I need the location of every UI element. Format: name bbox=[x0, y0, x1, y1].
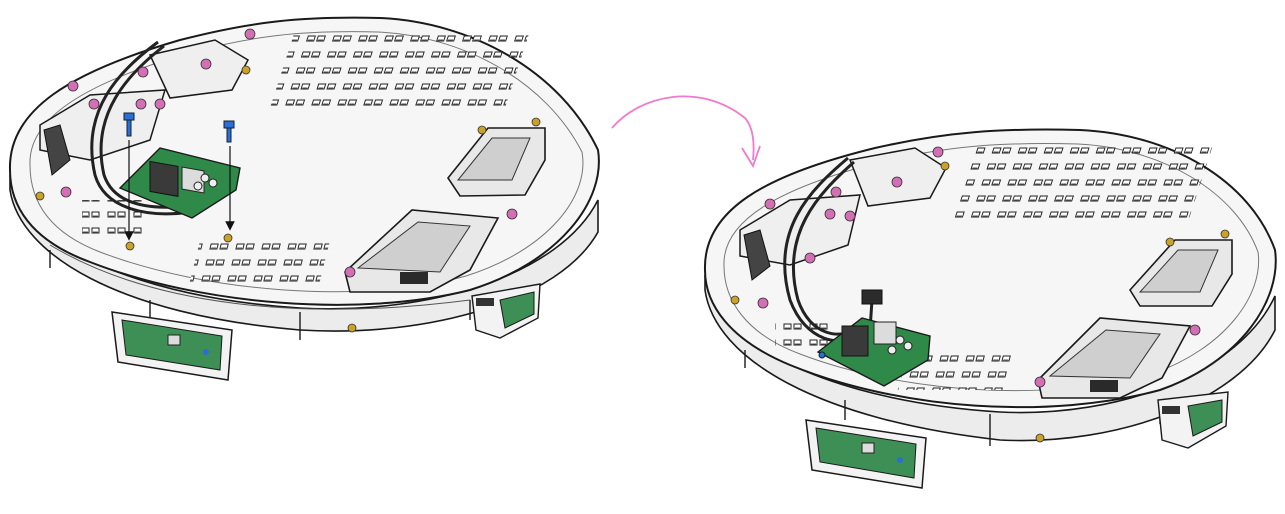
side-sensor-module bbox=[1157, 391, 1229, 449]
front-sensor-module bbox=[805, 419, 927, 489]
robot-chassis-before bbox=[8, 16, 600, 381]
fasteners bbox=[35, 28, 541, 333]
wheel-well-lower bbox=[1037, 317, 1192, 399]
circuit-board bbox=[118, 147, 241, 219]
circuit-board-mounted bbox=[816, 289, 931, 387]
vent-slot-grid-lower bbox=[189, 240, 331, 282]
wheel-well-right bbox=[447, 127, 546, 197]
vent-slot-grid bbox=[268, 28, 531, 113]
side-sensor-module bbox=[471, 283, 541, 339]
cable-harness bbox=[90, 40, 191, 216]
front-sensor-module bbox=[111, 311, 233, 381]
robot-chassis-after bbox=[703, 128, 1277, 489]
chassis-bumper bbox=[704, 274, 1276, 446]
transition-arrow bbox=[611, 95, 761, 169]
vent-slot-grid-left bbox=[82, 200, 142, 240]
screw-right bbox=[223, 120, 235, 143]
vent-slot-grid bbox=[952, 138, 1216, 223]
wheel-well-right bbox=[1129, 239, 1233, 307]
fasteners bbox=[730, 146, 1230, 443]
screw-left bbox=[123, 112, 135, 137]
bracket-left bbox=[39, 39, 249, 176]
chassis-bumper bbox=[9, 174, 599, 340]
wheel-well-lower bbox=[344, 209, 500, 293]
